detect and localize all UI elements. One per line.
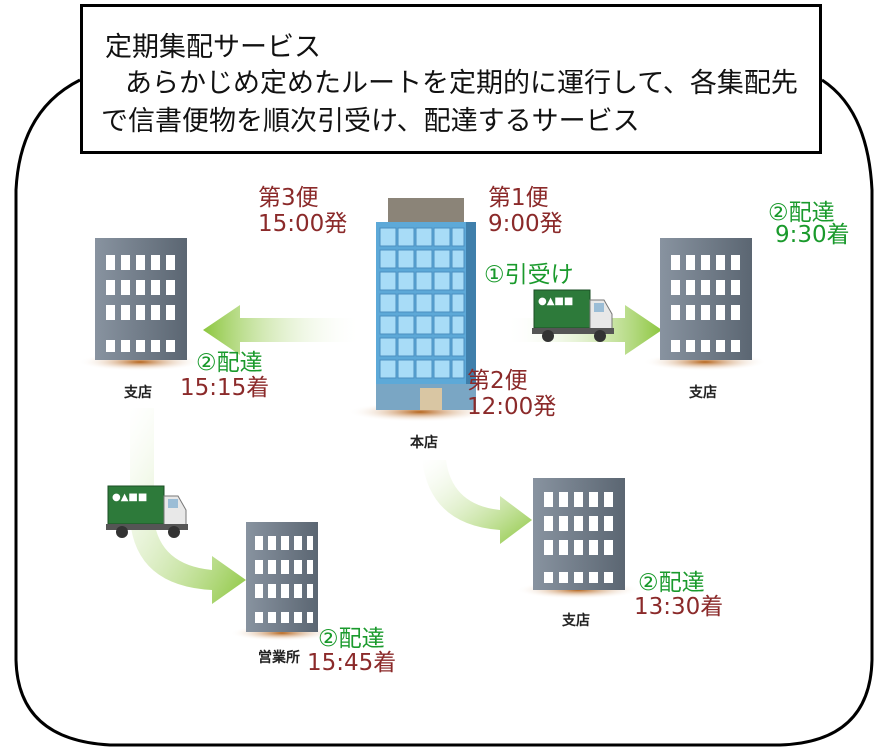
- delivery-office-time: 15:45着: [307, 650, 397, 676]
- branch-left-name: 支店: [124, 385, 152, 401]
- delivery-bottom-time: 13:30着: [634, 594, 724, 620]
- svg-text:●▲■■: ●▲■■: [538, 296, 573, 307]
- delivery-bottom-label: ②配達: [638, 570, 705, 596]
- branch-bottom-name: 支店: [562, 613, 590, 629]
- truck-icon: ●▲■■: [532, 289, 614, 342]
- building-branch-right: [660, 238, 752, 360]
- svg-text:●▲■■: ●▲■■: [112, 492, 147, 503]
- building-branch-left: [95, 238, 187, 360]
- delivery-right-label: ②配達: [768, 200, 835, 226]
- trip-second-time: 12:00発: [467, 394, 557, 420]
- service-title: 定期集配サービス: [105, 32, 321, 63]
- arrow-to-office: [130, 408, 246, 604]
- service-description: あらかじめ定めたルートを定期的に運行して、各集配先で信書便物を順次引受け、配達す…: [101, 68, 798, 137]
- office-name: 営業所: [258, 650, 300, 666]
- building-headquarters: [376, 198, 476, 410]
- arrow-to-left-branch: [203, 305, 362, 355]
- trip-third-time: 15:00発: [258, 211, 348, 237]
- delivery-right-time: 9:30着: [775, 222, 850, 248]
- description-callout: 定期集配サービス あらかじめ定めたルートを定期的に運行して、各集配先で信書便物を…: [80, 4, 822, 154]
- outer-frame: [14, 78, 874, 747]
- pickup-label: ①引受け: [484, 262, 574, 288]
- truck-icon: ●▲■■: [106, 485, 188, 538]
- trip-first-name: 第1便: [488, 185, 549, 211]
- trip-first-time: 9:00発: [488, 211, 563, 237]
- arrow-to-bottom-branch: [422, 460, 532, 544]
- delivery-office-label: ②配達: [318, 626, 385, 652]
- trip-third-name: 第3便: [258, 185, 319, 211]
- delivery-left-label: ②配達: [196, 350, 263, 376]
- building-sales-office: [246, 522, 318, 632]
- branch-right-name: 支店: [689, 385, 717, 401]
- hq-name: 本店: [410, 435, 438, 451]
- delivery-left-time: 15:15着: [180, 375, 270, 401]
- trip-second-name: 第2便: [467, 368, 528, 394]
- building-branch-bottom: [533, 478, 625, 590]
